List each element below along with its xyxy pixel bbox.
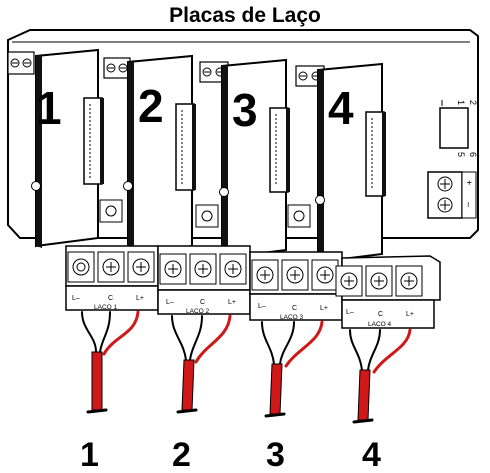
loop-3-terminal-block: L– C L+ LACO 3: [249, 251, 343, 321]
loop-cable-1: [81, 310, 140, 414]
loop-2-terminal-c: C: [200, 299, 205, 306]
loop-4-terminal-c: C: [378, 311, 383, 318]
jumper-block: 2 1 5 6: [439, 100, 478, 157]
loop-cable-3: [261, 320, 324, 418]
loop-3-terminal-lminus: L–: [258, 303, 266, 310]
loop-cable-4: [349, 328, 412, 424]
jumper-label-top-right: 1: [456, 100, 466, 105]
loop-3-terminal-c: C: [292, 305, 297, 312]
loop-2-terminal-lplus: L+: [228, 299, 236, 306]
loop-1-label: LACO 1: [94, 304, 118, 311]
loop-card-2: 2: [123, 54, 196, 256]
loop-4-label: LACO 4: [368, 321, 392, 328]
standoff-1: [99, 199, 123, 223]
loop-3-terminal-lplus: L+: [320, 305, 328, 312]
board-top-terminal-2: [103, 57, 131, 79]
loop-2-terminal-lminus: L–: [166, 299, 174, 306]
power-terminal-block: + –: [427, 171, 477, 219]
cable-number-3: 3: [266, 436, 285, 473]
card-number-4: 4: [328, 82, 354, 134]
standoff-2: [195, 204, 219, 228]
loop-card-3: 3: [219, 58, 290, 260]
loop-1-terminal-lplus: L+: [136, 295, 144, 302]
loop-1-terminal-lminus: L–: [72, 295, 80, 302]
loop-card-1: 1: [31, 48, 104, 248]
loop-4-terminal-lplus: L+: [406, 311, 414, 318]
loop-card-4: 4: [315, 62, 386, 264]
loop-1-screws: [67, 251, 155, 283]
loop-2-terminal-block: L– C L+ LACO 2: [157, 245, 251, 315]
card-number-1: 1: [36, 82, 62, 134]
loop-4-terminal-lminus: L–: [346, 309, 354, 316]
diagram-title: Placas de Laço: [169, 4, 321, 27]
card-number-3: 3: [232, 84, 258, 136]
card-number-2: 2: [138, 80, 164, 132]
standoff-3: [287, 204, 311, 228]
loop-3-label: LACO 3: [280, 314, 304, 321]
cable-number-4: 4: [362, 436, 381, 473]
jumper-label-top-left: 2: [468, 100, 478, 105]
jumper-label-bottom-right: 6: [468, 152, 478, 157]
loop-1-terminal-c: C: [108, 295, 113, 302]
loop-2-label: LACO 2: [186, 308, 210, 315]
power-terminal-minus: –: [464, 202, 474, 207]
jumper-label-bottom-left: 5: [456, 152, 466, 157]
cable-number-1: 1: [80, 436, 99, 473]
loop-1-terminal-block: L– C L+ LACO 1: [65, 245, 159, 311]
power-terminal-plus: +: [464, 180, 474, 185]
loop-cable-2: [171, 314, 232, 414]
loop-terminal-strip: L– C L+ LACO 1 L– C L+ LACO 2 L– C L+: [65, 245, 441, 329]
loop-4-terminal-block: L– C L+ LACO 4: [335, 255, 441, 329]
board-top-terminal-1: [7, 51, 35, 75]
cable-number-2: 2: [172, 436, 191, 473]
